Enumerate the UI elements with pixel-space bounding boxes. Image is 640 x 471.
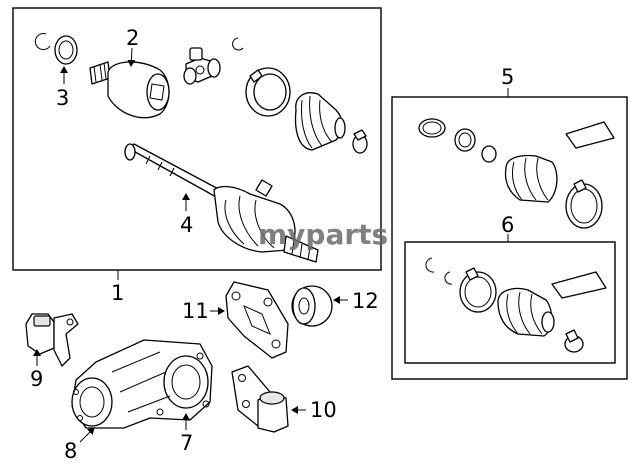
snap-ring-and-seal[interactable] (34, 33, 78, 65)
dust-boot[interactable] (294, 92, 346, 151)
kit5-boot-clamp[interactable] (565, 179, 603, 229)
tripod-spider[interactable] (183, 47, 221, 85)
boot-kit-inner-box (404, 241, 616, 364)
callout-7[interactable]: 7 (180, 431, 193, 455)
boot-kit-box (391, 96, 628, 380)
rear-differential-mount[interactable] (231, 365, 289, 433)
kit6-boot[interactable] (497, 287, 555, 337)
outboard-joint-housing[interactable] (89, 61, 170, 119)
kit6-small-clamp[interactable] (564, 329, 584, 353)
watermark-text: myparts (258, 218, 388, 251)
callout-9[interactable]: 9 (30, 367, 43, 391)
kit5-clamps[interactable] (418, 118, 497, 163)
callout-1[interactable]: 1 (111, 281, 124, 305)
axle-assembly-box (12, 7, 382, 271)
differential-mount-bracket[interactable] (225, 281, 289, 359)
callout-3[interactable]: 3 (56, 86, 69, 110)
callout-10[interactable]: 10 (310, 398, 337, 422)
clip-ring[interactable] (232, 37, 244, 51)
kit5-grease-packet[interactable] (565, 121, 615, 149)
boot-clamp-large[interactable] (245, 67, 291, 117)
callout-5[interactable]: 5 (501, 65, 514, 89)
callout-11[interactable]: 11 (182, 299, 209, 323)
kit6-grease-packet[interactable] (551, 271, 607, 299)
front-differential-mount[interactable] (25, 313, 79, 367)
kit6-rings[interactable] (425, 257, 453, 285)
callout-6[interactable]: 6 (501, 213, 514, 237)
kit6-boot-clamp[interactable] (459, 267, 497, 313)
callout-12[interactable]: 12 (352, 289, 379, 313)
drive-shaft[interactable] (124, 143, 319, 263)
differential-carrier[interactable] (71, 339, 213, 429)
boot-clamp-small[interactable] (352, 129, 368, 154)
callout-2[interactable]: 2 (126, 26, 139, 50)
differential-bushing[interactable] (291, 285, 333, 327)
callout-4[interactable]: 4 (180, 213, 193, 237)
callout-8[interactable]: 8 (64, 439, 77, 463)
kit5-boot[interactable] (504, 154, 558, 203)
